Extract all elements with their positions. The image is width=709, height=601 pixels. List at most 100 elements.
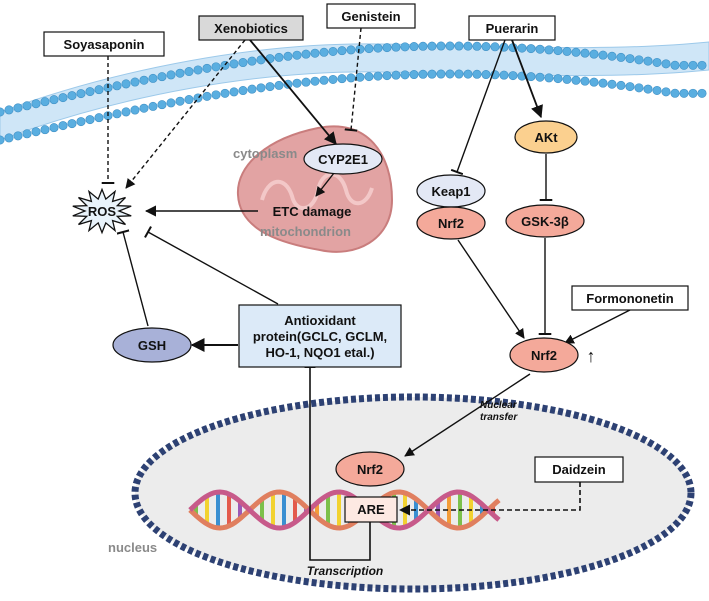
antioxidant-inhibit-ros: [144, 226, 279, 305]
dna-strand: [188, 489, 501, 531]
phospholipid-head: [238, 86, 248, 96]
phospholipid-head: [382, 43, 392, 53]
gsh-label: GSH: [138, 338, 166, 353]
phospholipid-head: [688, 88, 698, 98]
phospholipid-head: [562, 46, 572, 56]
phospholipid-head: [616, 80, 626, 90]
are-box: ARE: [344, 496, 398, 523]
puerarin-label: Puerarin: [486, 21, 539, 36]
phospholipid-head: [175, 68, 185, 78]
phospholipid-head: [31, 127, 41, 137]
phospholipid-head: [67, 91, 77, 101]
phospholipid-head: [427, 41, 437, 51]
phospholipid-head: [4, 105, 14, 115]
genistein-box: Genistein: [326, 3, 416, 29]
phospholipid-head: [148, 73, 158, 83]
cyp2e1-label: CYP2E1: [318, 152, 368, 167]
phospholipid-head: [643, 56, 653, 66]
nrf2-nuclear-node: Nrf2: [335, 451, 405, 487]
phospholipid-head: [499, 70, 509, 80]
phospholipid-head: [598, 78, 608, 88]
phospholipid-head: [166, 70, 176, 80]
phospholipid-head: [490, 42, 500, 52]
daidzein-label: Daidzein: [552, 462, 606, 477]
puerarin-inhibit-keap1: [450, 39, 506, 176]
phospholipid-head: [310, 76, 320, 86]
phospholipid-head: [292, 50, 302, 60]
phospholipid-head: [319, 47, 329, 57]
soyasaponin-label: Soyasaponin: [64, 37, 145, 52]
phospholipid-head: [409, 70, 419, 80]
antioxidant-line1: Antioxidant: [284, 313, 356, 328]
phospholipid-head: [238, 58, 248, 68]
gsh-inhibit-ros: [116, 229, 149, 327]
phospholipid-head: [526, 44, 536, 54]
phospholipid-head: [571, 47, 581, 57]
nrf2-free-node: Nrf2 ↑: [509, 337, 596, 373]
phospholipid-head: [562, 74, 572, 84]
antioxidant-box: Antioxidant protein(GCLC, GCLM, HO-1, NQ…: [238, 304, 402, 368]
phospholipid-head: [49, 123, 59, 133]
phospholipid-head: [526, 72, 536, 82]
puerarin-box: Puerarin: [468, 15, 556, 41]
phospholipid-head: [337, 74, 347, 84]
phospholipid-head: [391, 70, 401, 80]
xenobiotics-box: Xenobiotics: [198, 15, 304, 41]
phospholipid-head: [292, 78, 302, 88]
xenobiotics-to-cyp2e1: [249, 39, 337, 145]
phospholipid-head: [184, 95, 194, 105]
membrane-heads-bottom: [0, 69, 707, 145]
genistein-inhibit-cyp2e1: [344, 27, 362, 132]
phospholipid-head: [454, 69, 464, 79]
phospholipid-head: [310, 48, 320, 58]
ros-label: ROS: [88, 204, 117, 219]
phospholipid-head: [355, 72, 365, 82]
phospholipid-head: [328, 74, 338, 84]
phospholipid-head: [589, 49, 599, 59]
phospholipid-head: [472, 69, 482, 79]
phospholipid-head: [256, 83, 266, 93]
formononetin-label: Formononetin: [586, 291, 673, 306]
phospholipid-head: [607, 79, 617, 89]
phospholipid-head: [175, 96, 185, 106]
phospholipid-head: [184, 67, 194, 77]
phospholipid-head: [481, 42, 491, 52]
phospholipid-head: [373, 71, 383, 81]
phospholipid-head: [58, 121, 68, 131]
nrf2-nuclear-label: Nrf2: [357, 462, 383, 477]
phospholipid-head: [139, 75, 149, 85]
phospholipid-head: [535, 72, 545, 82]
phospholipid-head: [400, 42, 410, 52]
phospholipid-head: [679, 88, 689, 98]
nucleus: nucleus: [108, 393, 695, 593]
gsk3b-label: GSK-3β: [521, 214, 569, 229]
nucleus-label: nucleus: [108, 540, 157, 555]
phospholipid-head: [652, 57, 662, 67]
phospholipid-head: [346, 73, 356, 83]
phospholipid-head: [697, 60, 707, 70]
phospholipid-head: [202, 91, 212, 101]
ros-node: ROS: [72, 187, 132, 235]
phospholipid-head: [121, 79, 131, 89]
phospholipid-head: [0, 135, 5, 145]
phospholipid-head: [22, 129, 32, 139]
phospholipid-head: [544, 45, 554, 55]
phospholipid-head: [94, 85, 104, 95]
phospholipid-head: [364, 72, 374, 82]
phospholipid-head: [22, 101, 32, 111]
phospholipid-head: [445, 41, 455, 51]
phospholipid-head: [157, 100, 167, 110]
phospholipid-head: [85, 115, 95, 125]
phospholipid-head: [67, 119, 77, 129]
phospholipid-head: [445, 69, 455, 79]
phospholipid-head: [94, 113, 104, 123]
phospholipid-head: [328, 46, 338, 56]
phospholipid-head: [49, 95, 59, 105]
upregulation-arrow-icon: ↑: [587, 346, 596, 366]
phospholipid-head: [661, 87, 671, 97]
cell-membrane: [0, 41, 709, 145]
genistein-label: Genistein: [341, 9, 400, 24]
phospholipid-head: [580, 48, 590, 58]
phospholipid-head: [679, 60, 689, 70]
